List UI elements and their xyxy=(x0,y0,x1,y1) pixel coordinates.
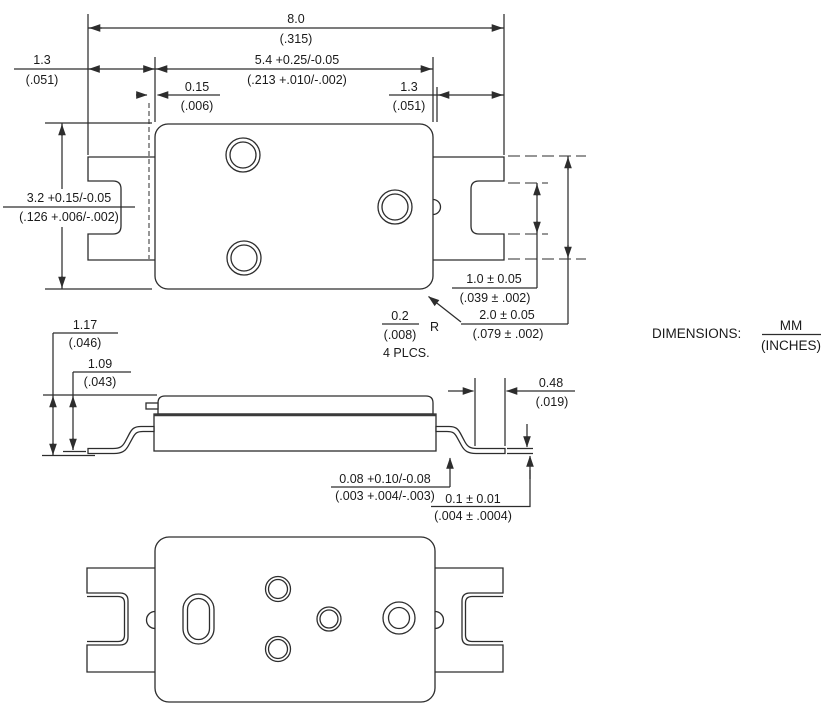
side-view-body xyxy=(153,413,437,452)
dim-right-lead-mm: 1.3 xyxy=(400,80,417,94)
dim-body-height-mm: 3.2 +0.15/-0.05 xyxy=(27,191,111,205)
dim-overall-width-mm: 8.0 xyxy=(287,12,304,26)
dim-foot-length-mm: 0.48 xyxy=(539,376,563,390)
bottom-view-oval-pad xyxy=(182,593,215,645)
dim-corner-radius-mm: 0.2 xyxy=(391,309,408,323)
bottom-view-right-bump xyxy=(434,610,445,630)
bottom-view-pad-1 xyxy=(264,575,292,603)
bottom-view-pad-4-inner xyxy=(387,606,411,630)
bottom-view-pad-3-inner xyxy=(319,609,339,629)
bottom-view-left-lead-inner xyxy=(87,595,126,643)
bottom-view xyxy=(86,536,504,703)
dimensions-note: DIMENSIONS: MM (INCHES) xyxy=(652,318,821,353)
units-mm: MM xyxy=(780,318,803,333)
top-view-right-lead xyxy=(433,156,505,261)
side-view: 1.17 (.046) 1.09 (.043) 0.48 (.019) 0.1 … xyxy=(42,318,575,523)
dim-body-width-mm: 5.4 +0.25/-0.05 xyxy=(255,53,339,67)
top-view-hole-2-inner xyxy=(381,193,409,221)
bottom-view-left-bump xyxy=(145,610,156,630)
leader-elbow xyxy=(516,470,531,508)
top-view-body xyxy=(154,123,434,290)
dim-standoff-mm: 0.08 +0.10/-0.08 xyxy=(339,472,430,486)
dim-right-lead-in: (.051) xyxy=(393,99,426,113)
top-view-right-edge-bump xyxy=(432,198,442,216)
dim-body-height-in: (.126 +.006/-.002) xyxy=(19,210,119,224)
top-view-hole-2 xyxy=(377,189,413,225)
top-view: 8.0 (.315) 1.3 (.051) 5.4 +0.25/-0.05 (.… xyxy=(3,12,586,360)
dim-lead-thickness-mm: 0.1 ± 0.01 xyxy=(445,492,501,506)
dim-overall-width-in: (.315) xyxy=(280,32,313,46)
bottom-view-right-lead xyxy=(435,567,504,673)
bottom-view-pad-4 xyxy=(382,601,416,635)
bottom-view-pad-2-inner xyxy=(267,638,289,660)
radius-leader xyxy=(428,296,462,323)
dim-lead-offset-mm: 0.15 xyxy=(185,80,209,94)
dimensions-label: DIMENSIONS: xyxy=(652,326,741,341)
top-view-hole-3 xyxy=(226,240,262,276)
side-view-tab xyxy=(145,402,159,410)
top-view-hole-1-inner xyxy=(229,141,257,169)
dim-total-height-in: (.046) xyxy=(69,336,102,350)
dim-left-lead-in: (.051) xyxy=(26,73,59,87)
bottom-view-right-lead-inner xyxy=(464,595,503,643)
dim-total-height-mm: 1.17 xyxy=(73,318,97,332)
dim-notch-width-in: (.039 ± .002) xyxy=(460,291,531,305)
side-view-right-lead xyxy=(435,425,506,455)
dim-corner-radius-in: (.008) xyxy=(384,328,417,342)
bottom-view-body xyxy=(154,536,436,703)
places-note: 4 PLCS. xyxy=(383,346,430,360)
dim-body-width-in: (.213 +.010/-.002) xyxy=(247,73,347,87)
units-inches: (INCHES) xyxy=(761,338,821,353)
side-view-lid xyxy=(157,395,434,415)
dim-standoff-in: (.003 +.004/-.003) xyxy=(335,489,435,503)
dim-body-height-side-mm: 1.09 xyxy=(88,357,112,371)
dim-notch-width-mm: 1.0 ± 0.05 xyxy=(466,272,522,286)
top-view-left-lead xyxy=(87,156,155,261)
side-view-left-lead xyxy=(87,425,155,455)
dim-foot-length-in: (.019) xyxy=(536,395,569,409)
dim-lead-offset-in: (.006) xyxy=(181,99,214,113)
dim-lead-width-in: (.079 ± .002) xyxy=(473,327,544,341)
bottom-view-pad-1-inner xyxy=(267,578,289,600)
dim-lead-width-mm: 2.0 ± 0.05 xyxy=(479,308,535,322)
bottom-view-oval-pad-inner xyxy=(186,597,211,641)
dim-body-height-side-in: (.043) xyxy=(84,375,117,389)
dim-lead-thickness-in: (.004 ± .0004) xyxy=(434,509,512,523)
dim-left-lead-mm: 1.3 xyxy=(33,53,50,67)
bottom-view-pad-2 xyxy=(264,635,292,663)
top-view-hole-1 xyxy=(225,137,261,173)
radius-symbol: R xyxy=(430,320,439,334)
top-view-hole-3-inner xyxy=(230,244,258,272)
bottom-view-left-lead xyxy=(86,567,155,673)
